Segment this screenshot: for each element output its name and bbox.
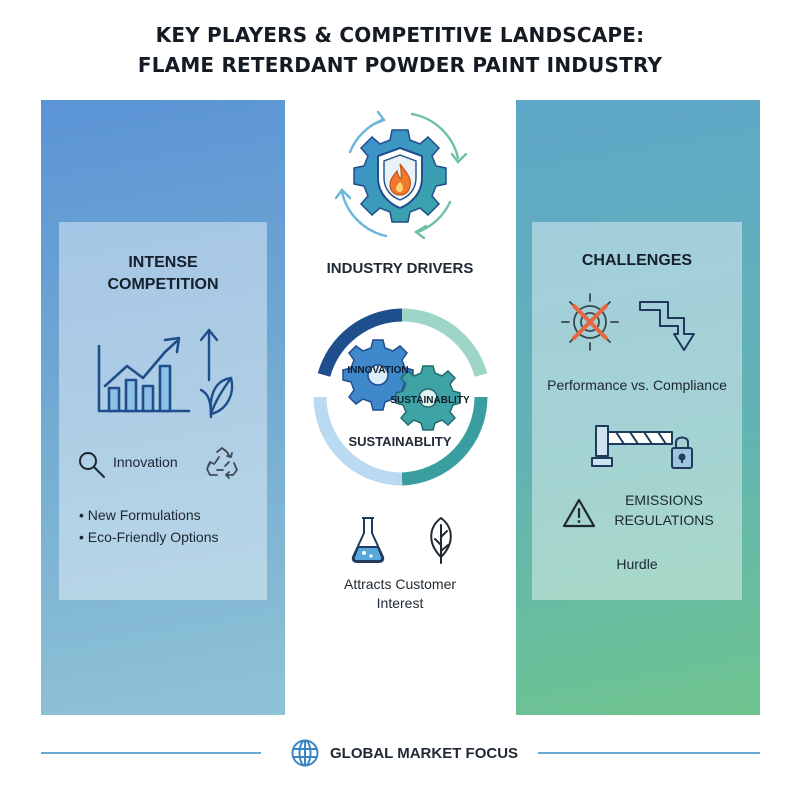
- hurdle-label: Hurdle: [616, 556, 658, 572]
- global-market-focus-label: GLOBAL MARKET FOCUS: [330, 745, 519, 762]
- emissions-line-1: EMISSIONS: [625, 492, 703, 508]
- performance-vs-compliance-label: Performance vs. Compliance: [547, 377, 727, 393]
- refresh-gear-shield-flame-icon: [334, 110, 468, 240]
- drivers-ring: [313, 308, 488, 486]
- leaf-icon: [430, 517, 452, 564]
- left-panel: INTENSE COMPETITION: [41, 100, 285, 715]
- industry-drivers-label: INDUSTRY DRIVERS: [326, 260, 474, 277]
- ring-label-sustainability: SUSTAINABLITY: [348, 434, 452, 449]
- emissions-line-2: REGULATIONS: [614, 512, 714, 528]
- emissions-regulations-label: EMISSIONS REGULATIONS: [604, 490, 724, 530]
- barrier-lock-icon: [591, 425, 693, 469]
- heading-line-1: INTENSE: [128, 254, 198, 271]
- challenges-card: CHALLENGES Performance vs. Compliance: [532, 222, 742, 600]
- globe-icon: [291, 739, 319, 767]
- step-down-arrow-icon: [639, 301, 695, 351]
- bullet-new-formulations: • New Formulations: [79, 507, 201, 523]
- gears-icon: [342, 339, 461, 431]
- innovation-label: Innovation: [113, 454, 178, 470]
- challenges-heading: CHALLENGES: [581, 252, 693, 269]
- prohibited-target-icon: [561, 293, 619, 351]
- footer-divider-left: [41, 752, 261, 754]
- page-title: KEY PLAYERS & COMPETITIVE LANDSCAPE: FLA…: [0, 20, 800, 80]
- heading-line-2: COMPETITION: [107, 276, 219, 293]
- card-heading: INTENSE COMPETITION: [59, 252, 267, 296]
- warning-icon: [562, 498, 596, 528]
- attracts-line-2: Interest: [376, 595, 424, 611]
- attracts-line-1: Attracts Customer: [343, 576, 457, 592]
- recycle-icon: [206, 447, 238, 479]
- gear-label-innovation: INNOVATION: [347, 365, 409, 376]
- title-line-1: KEY PLAYERS & COMPETITIVE LANDSCAPE:: [155, 23, 645, 47]
- title-line-2: FLAME RETERDANT POWDER PAINT INDUSTRY: [137, 53, 663, 77]
- attracts-customer-interest: Attracts Customer Interest: [310, 575, 490, 613]
- growth-leaf-icon: [199, 328, 234, 419]
- right-panel: CHALLENGES Performance vs. Compliance: [516, 100, 760, 715]
- footer-divider-right: [538, 752, 760, 754]
- flask-icon: [351, 517, 385, 563]
- bullet-eco-friendly-options: • Eco-Friendly Options: [79, 529, 219, 545]
- intense-competition-card: INTENSE COMPETITION: [59, 222, 267, 600]
- bar-chart-growth-icon: [97, 336, 191, 413]
- search-icon: [79, 452, 105, 478]
- gear-label-sustainability: SUSTAINABLITY: [390, 395, 470, 406]
